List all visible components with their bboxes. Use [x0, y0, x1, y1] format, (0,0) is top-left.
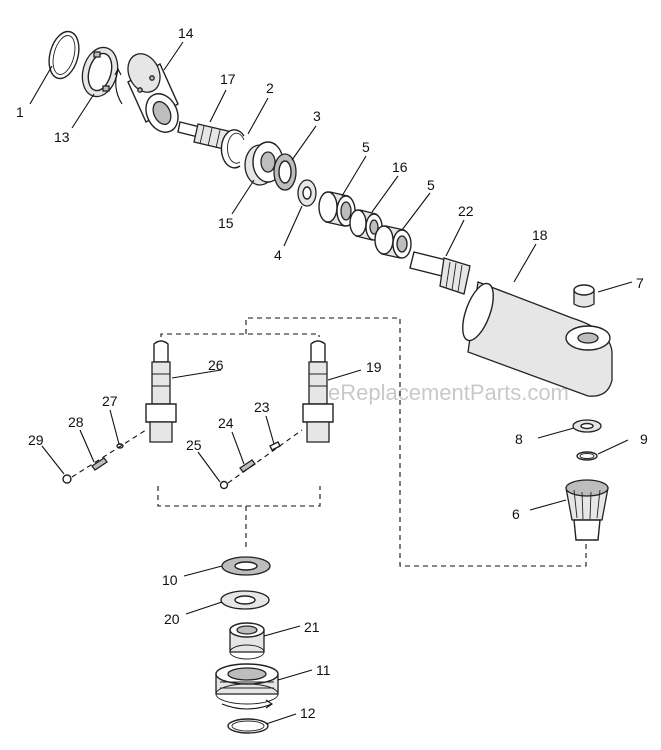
label-27: 27 — [102, 393, 118, 409]
part-7-cap[interactable] — [573, 284, 595, 308]
label-11: 11 — [316, 662, 331, 678]
label-3: 3 — [313, 108, 321, 124]
part-16-spacer[interactable] — [349, 209, 383, 241]
label-20: 20 — [164, 611, 180, 627]
label-26: 26 — [208, 357, 224, 373]
part-3-thrust-bearing[interactable] — [273, 153, 297, 191]
part-5-needle-bearing-lower[interactable] — [374, 225, 412, 259]
label-29: 29 — [28, 432, 44, 448]
part-18-angle-head-housing[interactable] — [456, 280, 613, 397]
part-25-screw[interactable] — [219, 480, 229, 490]
part-6-bevel-gear[interactable] — [565, 479, 609, 541]
part-10-thrust-bearing[interactable] — [221, 556, 271, 576]
label-25: 25 — [186, 437, 202, 453]
label-4: 4 — [274, 247, 282, 263]
label-22: 22 — [458, 203, 474, 219]
part-14-housing[interactable] — [122, 49, 184, 138]
label-9: 9 — [640, 431, 648, 447]
part-26-spindle[interactable] — [145, 340, 177, 443]
label-6: 6 — [512, 506, 520, 522]
part-2-retaining-ring[interactable] — [220, 129, 245, 169]
label-12: 12 — [300, 705, 316, 721]
label-1: 1 — [16, 104, 24, 120]
callout-labels: 1 13 14 17 2 15 3 4 5 16 5 22 18 7 26 19… — [16, 25, 648, 721]
label-5-upper: 5 — [362, 139, 370, 155]
label-18: 18 — [532, 227, 548, 243]
label-2: 2 — [266, 80, 274, 96]
label-7: 7 — [636, 275, 644, 291]
label-21: 21 — [304, 619, 320, 635]
label-19: 19 — [366, 359, 382, 375]
part-19-spindle[interactable] — [302, 340, 334, 443]
part-11-nut[interactable] — [215, 663, 279, 705]
part-21-needle-bearing[interactable] — [229, 622, 265, 660]
label-5-lower: 5 — [427, 177, 435, 193]
part-20-washer[interactable] — [220, 590, 270, 610]
label-15: 15 — [218, 215, 234, 231]
rotation-arrow-icon — [115, 69, 123, 105]
label-14: 14 — [178, 25, 194, 41]
part-24-spring[interactable] — [239, 459, 256, 473]
label-28: 28 — [68, 414, 84, 430]
label-8: 8 — [515, 431, 523, 447]
part-22-pinion-shaft[interactable] — [409, 251, 471, 295]
assembly-dashed-lines — [157, 317, 587, 567]
rotation-arrow-icon-lower — [221, 703, 273, 710]
watermark: eReplacementParts.com — [328, 380, 569, 405]
part-28-spring[interactable] — [91, 457, 108, 471]
label-13: 13 — [54, 129, 70, 145]
label-17: 17 — [220, 71, 236, 87]
part-4-washer[interactable] — [297, 179, 317, 207]
label-10: 10 — [162, 572, 178, 588]
part-29-screw[interactable] — [62, 474, 72, 484]
part-1-snap-ring[interactable] — [44, 28, 83, 82]
label-24: 24 — [218, 415, 234, 431]
label-16: 16 — [392, 159, 408, 175]
part-12-o-ring[interactable] — [227, 718, 269, 734]
leader-lines — [29, 41, 633, 725]
label-23: 23 — [254, 399, 270, 415]
part-13-ring[interactable] — [77, 43, 123, 100]
part-9-o-ring[interactable] — [576, 451, 598, 461]
part-8-washer[interactable] — [572, 419, 602, 433]
